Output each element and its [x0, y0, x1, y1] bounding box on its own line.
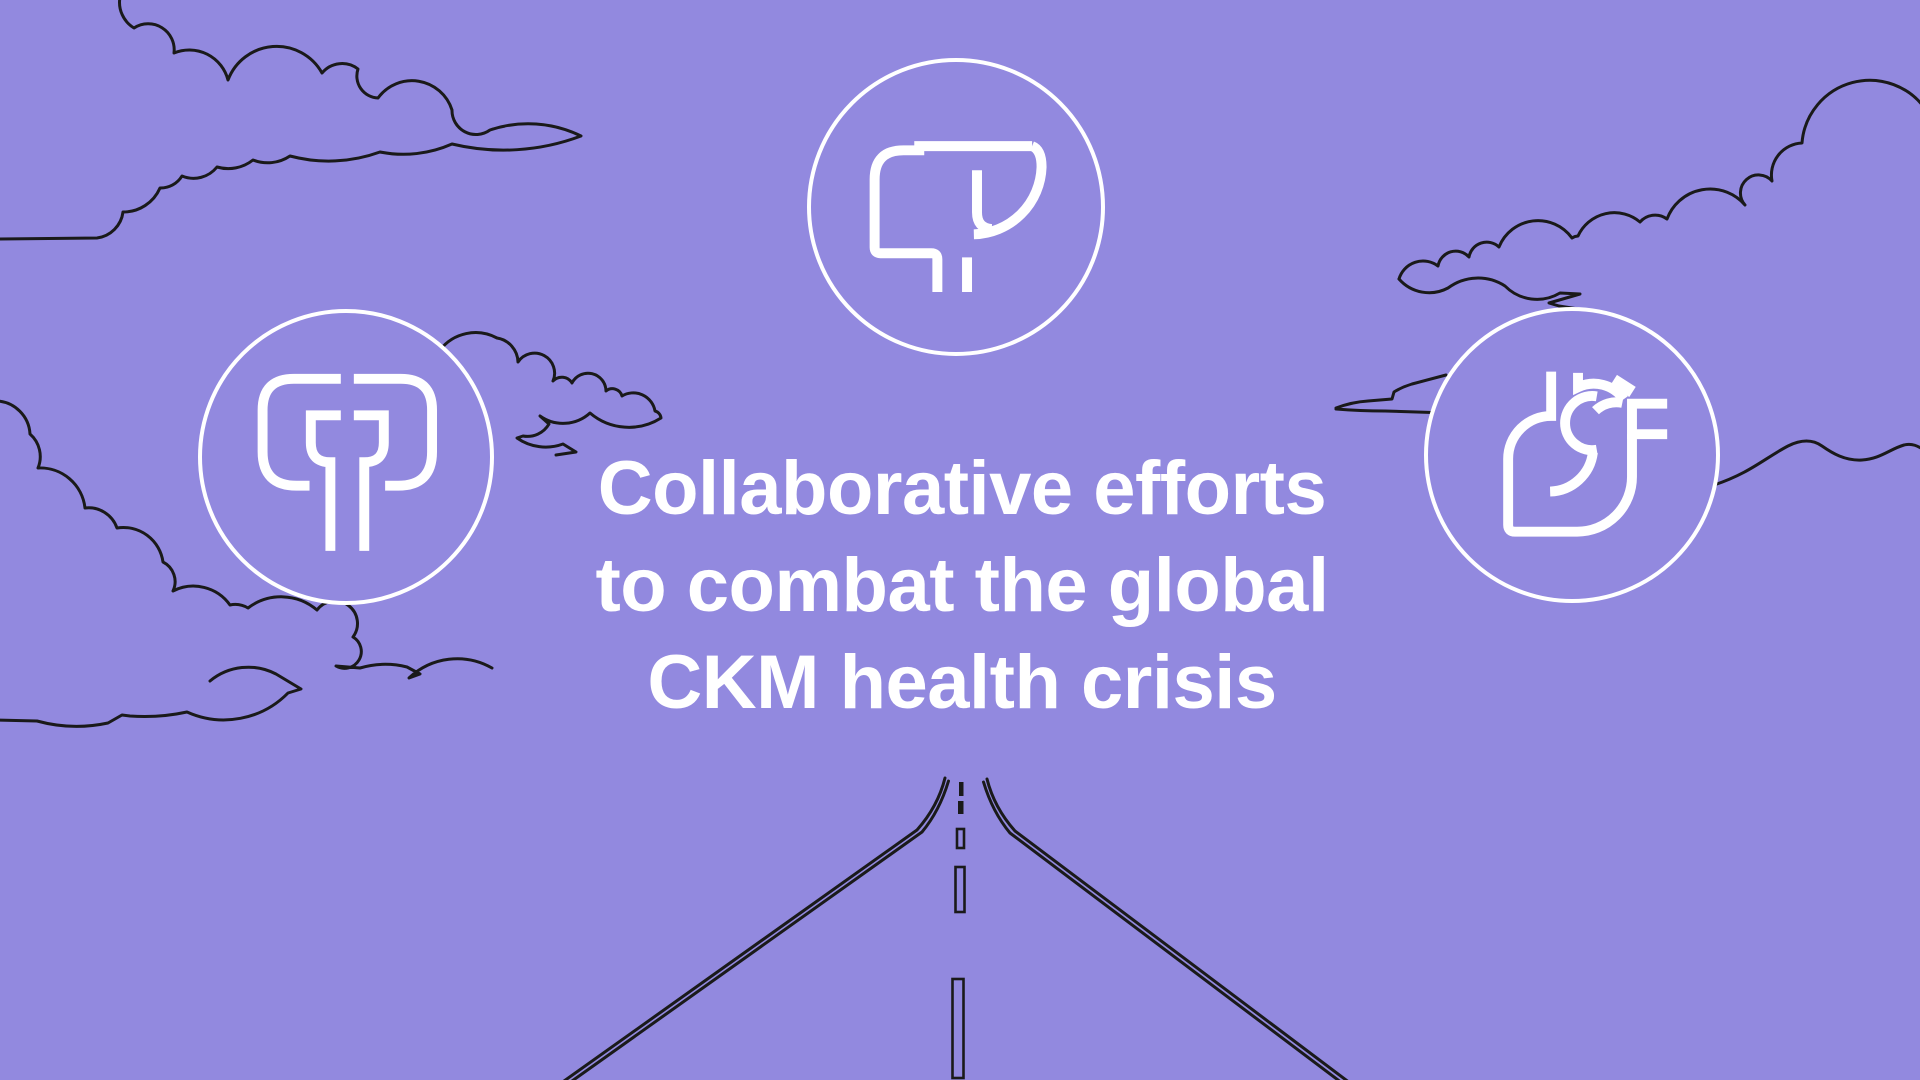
road-edge-left-inner — [570, 779, 950, 1080]
heart-icon — [1424, 307, 1720, 603]
road — [562, 776, 1349, 1080]
kidneys-icon — [198, 309, 494, 605]
cloud-heart-right — [1712, 439, 1920, 487]
cloud-top-left — [0, 0, 583, 241]
headline-line-2: to combat the global — [595, 543, 1329, 628]
cloud-lower-left — [0, 399, 494, 680]
cloud-top-right — [1397, 78, 1920, 281]
headline-line-3: CKM health crisis — [647, 640, 1277, 725]
heart-icon-circle — [1424, 307, 1720, 603]
clouds — [0, 0, 1920, 728]
cloud-top-right-base — [1397, 276, 1593, 313]
liver-icon — [807, 58, 1105, 356]
cloud-heart-left-top — [1334, 373, 1448, 410]
liver-icon-circle — [807, 58, 1105, 356]
cloud-mid-left — [438, 331, 663, 457]
headline-line-1: Collaborative efforts — [597, 446, 1327, 531]
road-edge-left-outer — [562, 776, 947, 1080]
headline: Collaborative efforts to combat the glob… — [0, 440, 1920, 731]
cloud-heart-left-bottom — [1334, 407, 1450, 415]
road-edge-right-inner — [982, 780, 1341, 1080]
road-center-dashes — [951, 782, 966, 1080]
road-edge-right-outer — [985, 777, 1349, 1080]
cloud-stratus-left — [0, 665, 303, 728]
